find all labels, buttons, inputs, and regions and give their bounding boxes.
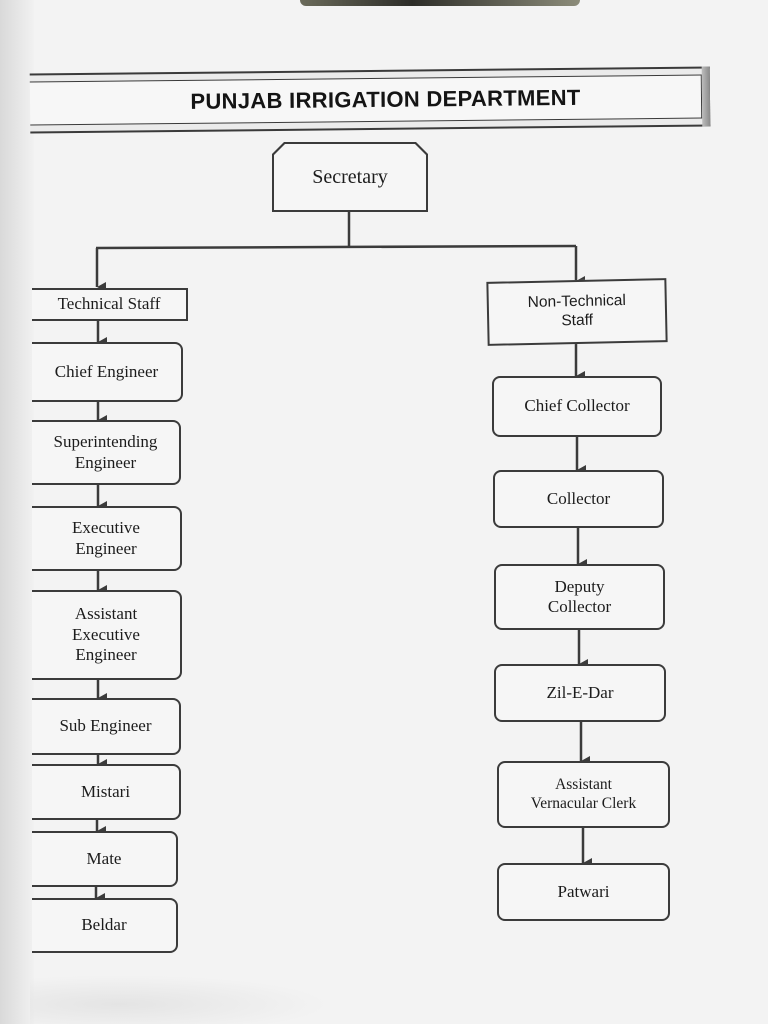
node-label: Executive Engineer bbox=[72, 518, 140, 558]
node-label: Mistari bbox=[80, 781, 131, 801]
node-assistant-executive-engineer: Assistant Executive Engineer bbox=[32, 590, 182, 680]
node-label: Zil-E-Dar bbox=[546, 682, 614, 702]
node-technical-staff: Technical Staff bbox=[32, 288, 188, 321]
node-superintending-engineer: Superintending Engineer bbox=[32, 420, 181, 485]
node-label: Superintending Engineer bbox=[53, 432, 158, 472]
node-label: Deputy Collector bbox=[547, 576, 612, 616]
node-secretary: Secretary bbox=[272, 142, 428, 212]
node-technical-staff-label: Technical Staff bbox=[57, 294, 161, 314]
node-label: Collector bbox=[546, 488, 611, 508]
page-shadow bbox=[0, 0, 34, 1024]
node-mistari: Mistari bbox=[32, 764, 181, 820]
page-smudge bbox=[30, 975, 330, 1024]
node-label: Assistant Executive Engineer bbox=[72, 604, 140, 665]
node-beldar: Beldar bbox=[32, 898, 178, 953]
node-executive-engineer: Executive Engineer bbox=[32, 506, 182, 571]
node-label: Mate bbox=[86, 848, 122, 868]
book-edge bbox=[300, 0, 580, 6]
node-mate: Mate bbox=[32, 831, 178, 887]
node-non-technical-staff: Non-Technical Staff bbox=[486, 278, 668, 346]
node-patwari: Patwari bbox=[497, 863, 670, 921]
banner-inner: PUNJAB IRRIGATION DEPARTMENT bbox=[29, 74, 703, 126]
node-zil-e-dar: Zil-E-Dar bbox=[494, 664, 666, 722]
node-chief-collector: Chief Collector bbox=[492, 376, 662, 437]
node-sub-engineer: Sub Engineer bbox=[32, 698, 181, 755]
page-title: PUNJAB IRRIGATION DEPARTMENT bbox=[190, 84, 581, 114]
node-label: Assistant Vernacular Clerk bbox=[530, 775, 637, 812]
node-label: Sub Engineer bbox=[59, 716, 152, 736]
node-collector: Collector bbox=[493, 470, 664, 528]
node-label: Beldar bbox=[81, 915, 127, 935]
node-deputy-collector: Deputy Collector bbox=[494, 564, 665, 630]
node-assistant-vernacular-clerk: Assistant Vernacular Clerk bbox=[497, 761, 670, 828]
node-secretary-label: Secretary bbox=[274, 144, 426, 210]
node-label: Chief Engineer bbox=[54, 361, 159, 381]
node-non-technical-staff-label: Non-Technical Staff bbox=[527, 292, 627, 330]
title-banner: PUNJAB IRRIGATION DEPARTMENT bbox=[29, 66, 711, 134]
banner-shading bbox=[701, 66, 711, 127]
connector-bus bbox=[95, 244, 577, 250]
node-label: Patwari bbox=[557, 881, 610, 901]
node-label: Chief Collector bbox=[524, 396, 630, 416]
node-chief-engineer: Chief Engineer bbox=[32, 342, 183, 402]
